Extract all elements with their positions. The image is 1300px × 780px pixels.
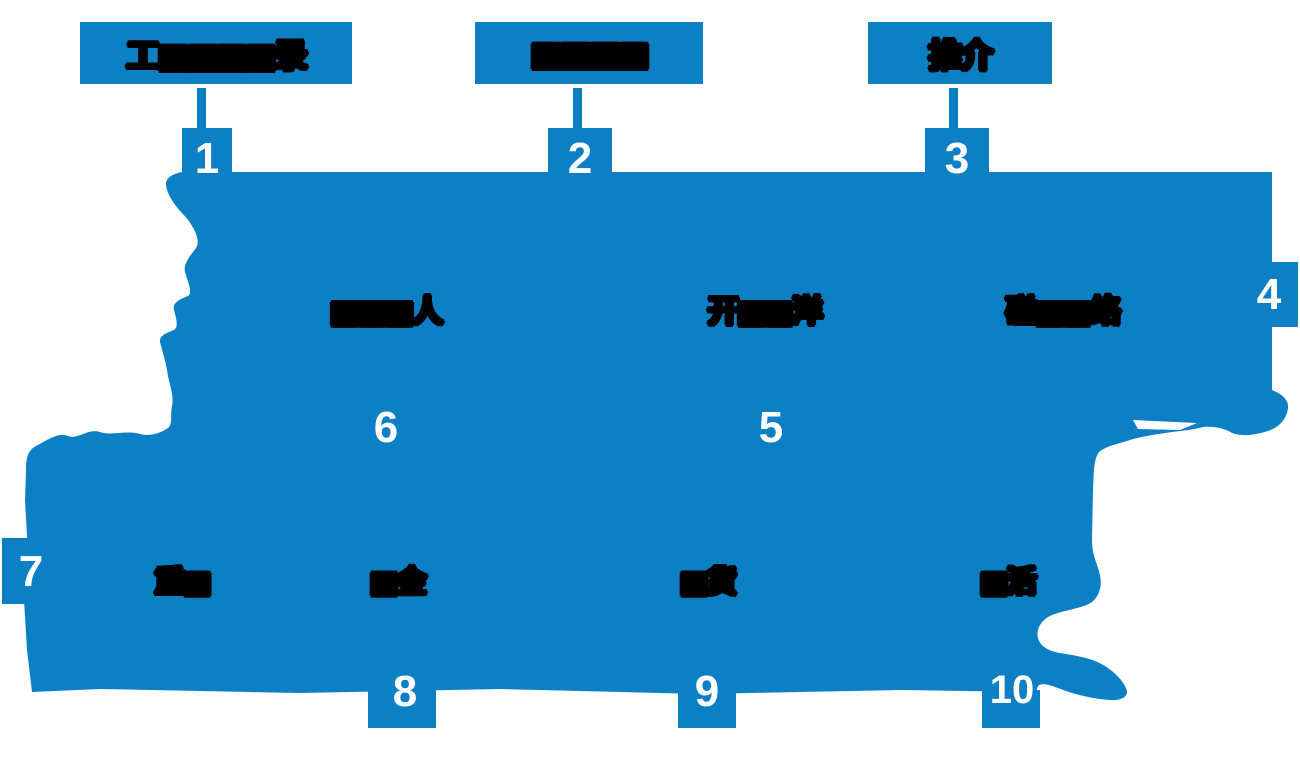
legend-box-3-label: 推介 bbox=[929, 36, 993, 75]
legend-box-1[interactable]: 工■■■■录 bbox=[80, 22, 352, 84]
marker-tab-7[interactable] bbox=[2, 538, 28, 604]
legend-box-1-label: 工■■■■录 bbox=[126, 36, 308, 75]
region-label-2: 开■■洋 bbox=[708, 294, 823, 330]
lower-label-4: ■活 bbox=[980, 565, 1036, 600]
lower-label-2: ■金 bbox=[370, 565, 426, 600]
marker-number-5[interactable]: 5 bbox=[758, 403, 784, 452]
region-label-3: 碰■■络 bbox=[1006, 294, 1121, 330]
lower-label-1: 重■ bbox=[155, 565, 211, 600]
legend-box-2[interactable]: ■■■■ bbox=[475, 22, 703, 84]
marker-tab-2[interactable] bbox=[548, 128, 612, 176]
marker-number-1[interactable]: 1 bbox=[194, 134, 220, 183]
connector-1 bbox=[197, 88, 206, 128]
marker-tab-3[interactable] bbox=[925, 128, 989, 176]
legend-box-2-label: ■■■■ bbox=[530, 33, 650, 73]
marker-number-8[interactable]: 8 bbox=[392, 667, 418, 716]
marker-number-7[interactable]: 7 bbox=[18, 547, 44, 596]
coast-bay bbox=[1101, 447, 1229, 485]
marker-number-9[interactable]: 9 bbox=[694, 667, 720, 716]
marker-tab-8[interactable] bbox=[368, 690, 436, 728]
marker-tab-1[interactable] bbox=[182, 128, 232, 176]
connector-2 bbox=[573, 88, 582, 128]
lower-label-3: ■货 bbox=[680, 565, 736, 600]
region-label-1: ■■■人 bbox=[330, 294, 443, 330]
marker-number-3[interactable]: 3 bbox=[944, 134, 970, 183]
connector-3 bbox=[949, 88, 958, 128]
marker-number-6[interactable]: 6 bbox=[373, 403, 399, 452]
marker-number-4[interactable]: 4 bbox=[1256, 270, 1282, 319]
marker-number-2[interactable]: 2 bbox=[567, 134, 593, 183]
marker-tab-10[interactable] bbox=[982, 690, 1040, 728]
map-landmass bbox=[24, 172, 1298, 701]
marker-number-10[interactable]: 10 bbox=[989, 668, 1035, 712]
legend-box-3[interactable]: 推介 bbox=[868, 22, 1052, 84]
coast-inlet-slit bbox=[1133, 420, 1197, 430]
marker-tab-9[interactable] bbox=[678, 690, 736, 728]
